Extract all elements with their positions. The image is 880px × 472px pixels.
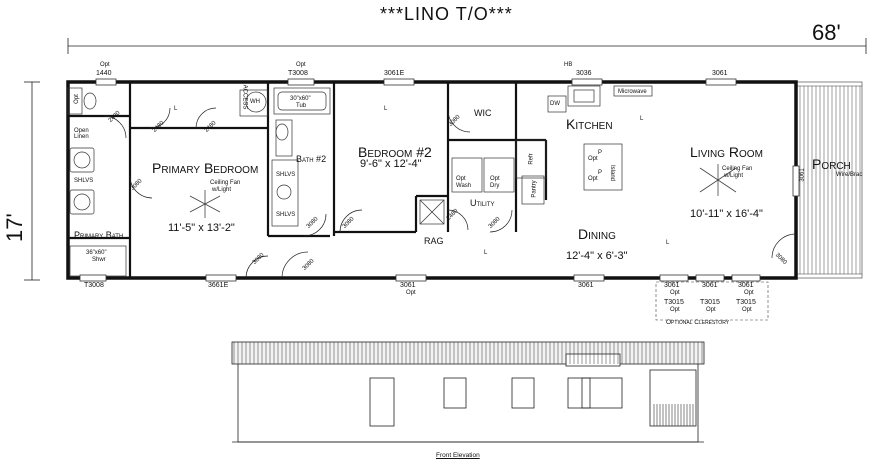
room-kitchen: Kitchen (566, 116, 613, 132)
opt-dry-label-2: Dry (490, 183, 500, 189)
shelves-label: SHLVS (74, 178, 94, 184)
refrigerator-label: Refr (528, 153, 535, 165)
clerestory-window-3-opt: Opt (742, 307, 752, 313)
room-porch: Porch (812, 156, 851, 172)
window-bottom-5: 3061 (664, 282, 680, 289)
dimension-lines (24, 38, 867, 281)
open-linen-label-2: Linen (74, 134, 89, 140)
living-fan-label: Ceiling Fan (722, 166, 753, 172)
shower-label: 36"x60" (86, 250, 107, 256)
water-heater-label: WH (250, 99, 260, 105)
hose-bib: HB (564, 62, 573, 68)
clerestory-window-1: T3015 (664, 299, 684, 306)
light-2: L (384, 106, 388, 112)
window-bottom-3: 3061 (400, 282, 416, 289)
window-top-4: 3036 (576, 70, 592, 77)
window-top-3: 3061E (384, 70, 405, 77)
microwave-label: Microwave (618, 89, 647, 95)
island-pendant-2: P (598, 170, 603, 176)
porch-slats (799, 86, 861, 274)
dishwasher-label: DW (550, 101, 560, 107)
room-primary-bedroom-size: 11'-5" x 13'-2" (168, 222, 235, 234)
room-primary-bedroom: Primary Bedroom (152, 160, 259, 176)
tub-label-2: Tub (296, 103, 307, 109)
window-top-1-opt: Opt (100, 62, 110, 68)
room-bedroom-2-size: 9'-6" x 12'-4" (360, 158, 422, 170)
window-bottom-4: 3061 (578, 282, 594, 289)
overall-width: 68' (812, 20, 841, 45)
front-elevation (231, 341, 705, 443)
primary-bedroom-fan-label: Ceiling Fan (210, 180, 241, 186)
clerestory-window-3: T3015 (736, 299, 756, 306)
window-bottom-7-opt: Opt (744, 290, 754, 296)
island-opt-label-2: Opt (588, 176, 598, 182)
clerestory-window-1-opt: Opt (670, 307, 680, 313)
room-primary-bath: Primary Bath (74, 230, 124, 240)
window-top-5: 3061 (712, 70, 728, 77)
light-4: L (666, 240, 670, 246)
room-bath-2: Bath #2 (296, 154, 327, 164)
door-swings (103, 107, 797, 279)
porch-note: Wire/Brac (836, 172, 863, 178)
light-1: L (174, 106, 178, 112)
clerestory-window-2-opt: Opt (706, 307, 716, 313)
ceiling-fan-icon (189, 164, 737, 218)
living-fan-label-2: w/Light (724, 173, 744, 179)
opt-wash-label-2: Wash (456, 183, 472, 189)
window-bottom-5-opt: Opt (670, 290, 680, 296)
window-bottom-7: 3061 (738, 282, 754, 289)
window-bottom-2: 3661E (208, 282, 229, 289)
room-living-size: 10'-11" x 16'-4" (690, 208, 763, 220)
island-label: Island (609, 164, 616, 182)
clerestory-window-2: T3015 (700, 299, 720, 306)
opt-wash-label: Opt (456, 176, 466, 182)
window-bottom-3-opt: Opt (406, 290, 416, 296)
roof-ribs (233, 342, 703, 364)
light-5: L (484, 250, 488, 256)
plan-title: ***LINO T/O*** (380, 4, 513, 24)
room-rag: RAG (424, 236, 444, 246)
window-top-2: T3008 (288, 70, 308, 77)
island-pendant-1: P (598, 150, 603, 156)
open-linen-label: Open (74, 128, 89, 134)
window-top-1: 1440 (96, 70, 112, 77)
bath2-shelves-label: SHLVS (276, 172, 296, 178)
room-bedroom-2: Bedroom #2 (358, 144, 432, 160)
room-wic: WIC (474, 108, 492, 118)
room-utility: Utility (470, 198, 495, 208)
pantry-label: Pantry (531, 180, 538, 198)
porch-rail (653, 404, 694, 426)
room-dining-size: 12'-4" x 6'-3" (566, 250, 628, 262)
window-bottom-6: 3061 (702, 282, 718, 289)
access-label: ACCESS (241, 84, 248, 110)
room-dining: Dining (578, 226, 616, 242)
fixtures (67, 85, 653, 277)
clerestory-box (655, 281, 769, 321)
window-top-2-opt: Opt (296, 62, 306, 68)
bath2-shelves-label-2: SHLVS (276, 212, 296, 218)
window-bottom-1: T3008 (84, 282, 104, 289)
front-elevation-label: Front Elevation (436, 452, 480, 459)
opt-dry-label: Opt (490, 176, 500, 182)
island-opt-label: Opt (588, 156, 598, 162)
light-3: L (640, 116, 644, 122)
clerestory-label: Optional Clerestory (666, 319, 730, 326)
door-tag-13: 3061 (799, 168, 806, 182)
tub-label: 30"x60" (290, 96, 311, 102)
shower-label-2: Shwr (92, 257, 106, 263)
opt-toilet-label: Opt (73, 94, 80, 104)
window-marks (79, 78, 800, 282)
room-living: Living Room (690, 144, 763, 160)
primary-bedroom-fan-label-2: w/Light (212, 187, 232, 193)
